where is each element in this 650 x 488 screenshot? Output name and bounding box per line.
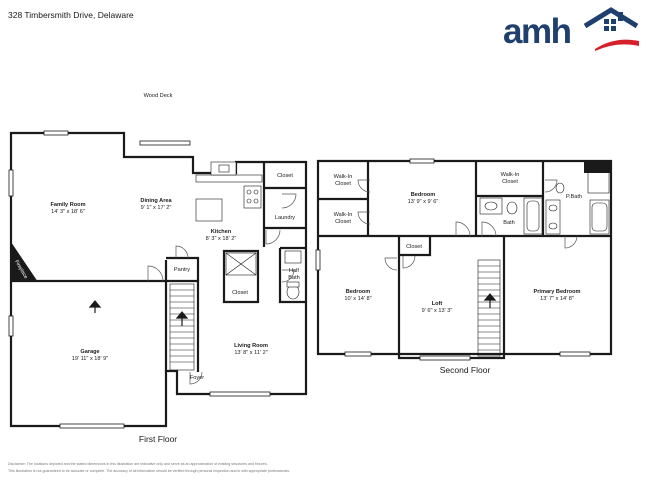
- foyer-label: Foyer: [190, 375, 204, 381]
- bedroom-top-name: Bedroom: [411, 192, 436, 198]
- second-floor-walls: [316, 159, 613, 360]
- disclaimer-line-1: Disclaimer: The locations depicted and t…: [8, 462, 268, 466]
- sliding-door: [139, 140, 191, 146]
- logo-wordmark: amh: [503, 12, 572, 51]
- garage-dims: 19' 11" x 18' 9": [72, 356, 108, 362]
- family-room-dims: 14' 3" x 18' 6": [51, 209, 85, 215]
- dining-area-name: Dining Area: [140, 198, 172, 204]
- shower-block: [584, 161, 611, 173]
- garage-name: Garage: [80, 349, 99, 355]
- wood-deck-label: Wood Deck: [144, 93, 173, 99]
- bedroom-left-name: Bedroom: [346, 289, 371, 295]
- kitchen-name: Kitchen: [211, 229, 232, 235]
- walkin-closet-3-line1: Walk-In: [501, 172, 520, 178]
- primary-bedroom-dims: 13' 7" x 14' 8": [540, 296, 574, 302]
- half-bath-line1: Half: [289, 268, 299, 274]
- closet-second-floor-label: Closet: [406, 244, 422, 250]
- walkin-closet-1-line2: Closet: [335, 181, 351, 187]
- walkin-closet-2-line1: Walk-In: [334, 212, 353, 218]
- primary-bedroom-name: Primary Bedroom: [534, 289, 581, 295]
- stairs-first-floor: [169, 283, 195, 371]
- first-floor-caption: First Floor: [139, 434, 177, 444]
- amh-logo: amh: [503, 6, 641, 52]
- bath-label: Bath: [503, 220, 515, 226]
- stairs-second-floor: [477, 259, 501, 357]
- pantry-label: Pantry: [174, 267, 190, 273]
- kitchen-fixtures: [195, 161, 302, 300]
- closet-mid-label: Closet: [232, 290, 248, 296]
- half-bath-line2: Bath: [288, 275, 300, 281]
- bedroom-left-dims: 10' x 14' 8": [344, 296, 371, 302]
- pbath-label: P.Bath: [566, 194, 582, 200]
- stair-up-arrow-1: [175, 311, 189, 319]
- fireplace: Fireplace: [11, 242, 38, 282]
- disclaimer-line-2: This illustration is not guaranteed to b…: [8, 469, 291, 473]
- stair-up-arrow-2: [483, 293, 497, 301]
- loft-dims: 9' 6" x 13' 3": [422, 308, 453, 314]
- living-room-name: Living Room: [234, 343, 268, 349]
- property-address: 328 Timbersmith Drive, Delaware: [8, 10, 134, 20]
- garage-door: [59, 423, 125, 429]
- first-floor-walls: [9, 131, 308, 428]
- living-room-dims: 13' 8" x 11' 2": [234, 350, 267, 356]
- garage-entry-arrow: [88, 300, 102, 308]
- bedroom-top-dims: 13' 9" x 9' 6": [408, 199, 439, 205]
- walkin-closet-2-line2: Closet: [335, 219, 351, 225]
- second-floor-caption: Second Floor: [440, 365, 491, 375]
- walkin-closet-3-line2: Closet: [502, 179, 518, 185]
- laundry-label: Laundry: [275, 215, 295, 221]
- loft-name: Loft: [432, 301, 443, 307]
- house-roof-icon: [583, 7, 639, 51]
- swoosh-icon: [595, 39, 639, 51]
- kitchen-dims: 8' 3" x 18' 2": [206, 236, 237, 242]
- closet-top-label: Closet: [277, 173, 293, 179]
- dining-area-dims: 9' 1" x 17' 2": [141, 205, 172, 211]
- walkin-closet-1-line1: Walk-In: [334, 174, 353, 180]
- family-room-name: Family Room: [50, 202, 85, 208]
- bath-fixtures: [479, 171, 610, 235]
